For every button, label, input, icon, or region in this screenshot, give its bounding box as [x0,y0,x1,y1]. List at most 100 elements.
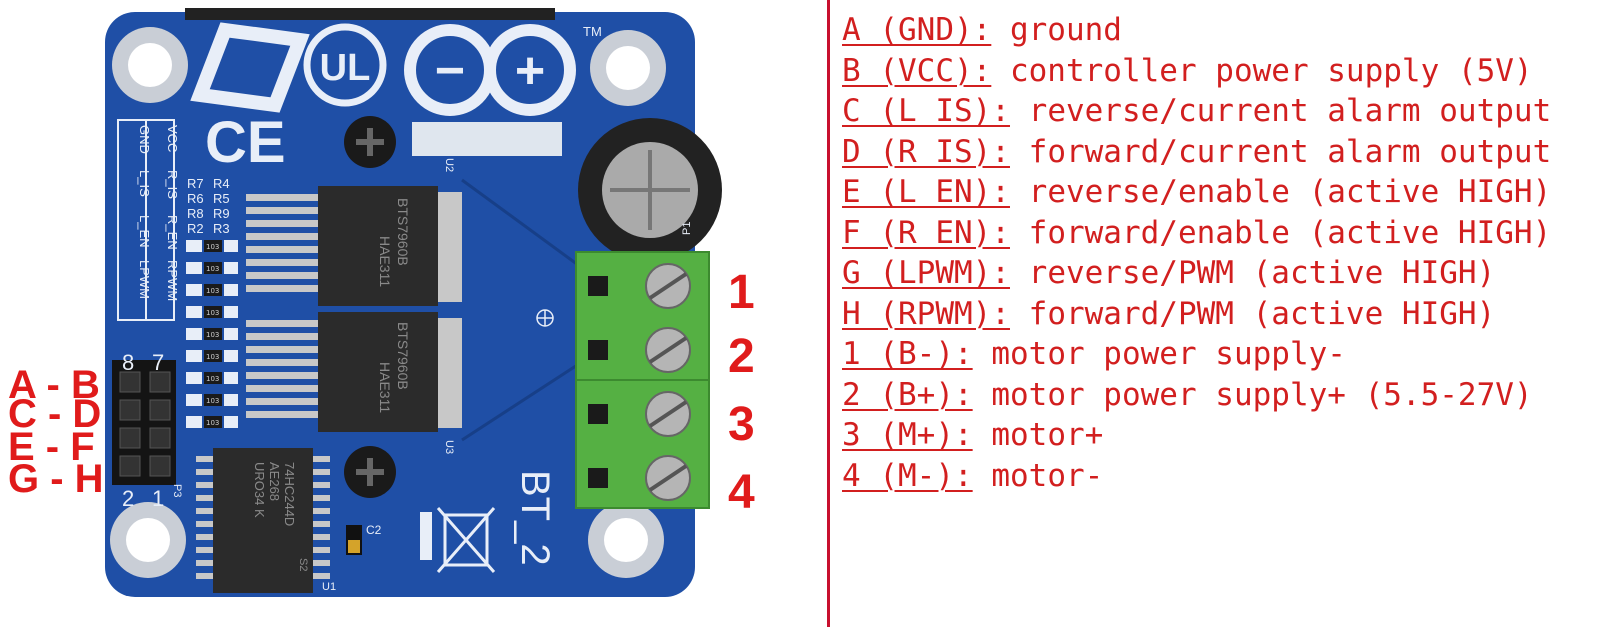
chip-pin [246,346,320,353]
terminal-number-2: 2 [728,330,755,383]
legend-key: H (RPWM): [842,295,1010,332]
driver-chip-suffix: S2 [297,558,309,571]
terminal-slot [588,340,608,360]
smd-pad [224,240,238,252]
smd-pad [224,328,238,340]
smd-pad [186,240,202,252]
legend-desc: controller power supply (5V) [1009,52,1533,89]
smd-resistor [204,372,222,384]
chip-lower-pins [246,320,320,418]
legend-key: C (L IS): [842,93,1010,129]
screw-terminal-block: P1 [575,222,710,509]
legend-desc: ground [1009,12,1122,48]
smd-pad [224,416,238,428]
smd-pad [186,306,202,318]
header-pin-2-label: 2 [122,486,134,511]
smd-pad [186,394,202,406]
chip-pin [246,285,320,292]
smd-pad [186,350,202,362]
driver-chip-pin [196,547,214,553]
header-pin [149,371,171,393]
legend-row-h: H (RPWM): forward/PWM (active HIGH) [842,294,1592,335]
ul-logo-icon: UL [303,23,387,107]
silk-gnd: GND [137,125,152,154]
legend-row-d: D (R IS): forward/current alarm output [842,132,1592,173]
electrolytic-capacitor [578,118,722,262]
smd-pad [186,262,202,274]
legend-desc: forward/enable (active HIGH) [1028,214,1552,251]
legend-row-1: 1 (B-): motor power supply- [842,334,1592,375]
smd-resistor [204,328,222,340]
driver-chip-part: 74HC244D [282,462,297,526]
pin-header-2x4: 8 7 2 1 P3 [112,350,183,511]
legend-row-3: 3 (M+): motor+ [842,415,1592,456]
smd-pad [186,328,202,340]
ref-p1: P1 [681,222,693,235]
chip-pin [246,207,320,214]
header-pin-1-label: 1 [152,486,164,511]
legend-row-b: B (VCC): controller power supply (5V) [842,51,1592,92]
legend-desc: motor power supply+ (5.5-27V) [991,376,1533,413]
smd-pad [224,306,238,318]
smd-pad [224,262,238,274]
chip-lower-part: BTS7960B [395,322,411,390]
silk-vcc: VCC [165,125,180,152]
ground-symbol-icon [536,309,554,327]
chip-pin [246,333,320,340]
res-r5: R5 [213,191,230,206]
driver-chip-pin [196,508,214,514]
res-r4: R4 [213,176,230,191]
silk-r-is: R_IS [165,170,180,199]
legend-key: 2 (B+): [842,376,973,413]
smd-pad [224,284,238,296]
chip-pin [246,359,320,366]
terminal-number-1: 1 [728,266,755,319]
driver-chip-pin [196,482,214,488]
ref-c2: C2 [366,523,382,537]
legend-desc: reverse/current alarm output [1028,93,1552,129]
bts7960-board-svg: UL − + TM CE VCC R_IS R_EN RPWM GND L_IS… [8,8,755,597]
driver-chip-pin [196,495,214,501]
ul-logo-text: UL [320,47,371,89]
chip-lower-lot: HAE311 [377,362,393,413]
driver-chip-74hc244: 74HC244D AE268 URO34 K S2 U1 [196,448,336,593]
driver-chip-pin [312,547,330,553]
legend-row-e: E (L EN): reverse/enable (active HIGH) [842,172,1592,213]
resistor-code: 103 [206,265,219,273]
legend-desc: motor+ [991,417,1104,453]
pcb-trace [461,178,586,272]
terminal-slot [588,276,608,296]
legend-desc: motor- [991,457,1104,494]
chip-pin [246,385,320,392]
driver-chip-lot: URO34 K [252,462,267,518]
plus-sign: + [515,42,545,100]
smd-resistor [204,394,222,406]
resistor-code: 103 [206,353,219,361]
pcb-trace [461,358,586,442]
driver-chip-pin [312,573,330,579]
smd-resistor [204,262,222,274]
minus-plus-logo-icon: − + TM [404,24,602,116]
legend-row-f: F (R EN): forward/enable (active HIGH) [842,213,1592,254]
screw-top [344,116,396,168]
res-r7: R7 [187,176,204,191]
smd-resistor [204,416,222,428]
legend-desc: forward/PWM (active HIGH) [1028,295,1496,332]
terminal-screw-slot [648,464,688,492]
res-r3: R3 [213,221,230,236]
legend-row-a: A (GND): ground [842,10,1592,51]
driver-chip-pin [312,469,330,475]
header-label-e-f: E - F [8,425,95,469]
ce-logo-icon: CE [205,110,286,175]
board-diagram: UL − + TM CE VCC R_IS R_EN RPWM GND L_IS… [8,8,755,597]
resistor-code: 103 [206,375,219,383]
chip-pin [246,398,320,405]
res-r6: R6 [187,191,204,206]
res-r9: R9 [213,206,230,221]
resistor-code: 103 [206,309,219,317]
chip-pin [246,320,320,327]
resistor-code: 103 [206,419,219,427]
chip-upper-pins [246,194,320,292]
terminal-slot [588,468,608,488]
